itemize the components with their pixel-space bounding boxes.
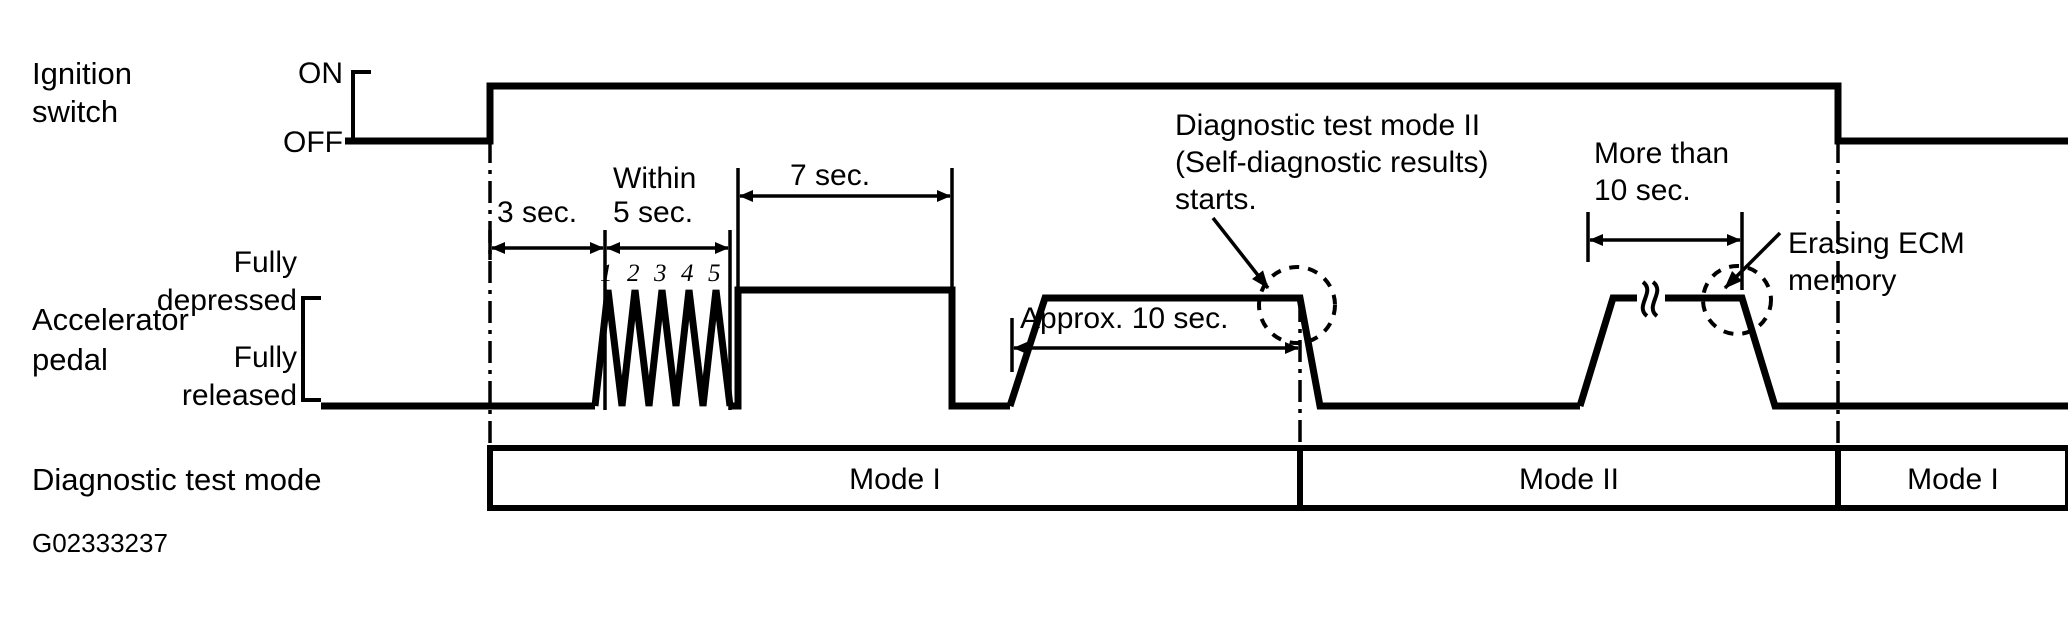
callout-leader-erasing: [1723, 231, 1782, 290]
axis-label-pedal-depressed-line2: depressed: [157, 284, 297, 317]
pulse-count-2: 2: [627, 260, 640, 287]
callout-leader-mode2: [1211, 216, 1270, 290]
pulse-count-3: 3: [653, 260, 667, 287]
axis-label-ignition-on: ON: [298, 57, 343, 90]
annotation-more-than-line1: More than: [1594, 137, 1729, 170]
mode-bar-label-1: Mode I: [849, 463, 941, 496]
pulse-count-5: 5: [708, 260, 721, 287]
annotation-approx-10-sec: Approx. 10 sec.: [1020, 302, 1228, 335]
callout-erasing-line1: Erasing ECM: [1788, 227, 1965, 260]
callout-diag-mode2-line2: (Self-diagnostic results): [1175, 146, 1488, 179]
pedal-waveform-rise-more-than-10: [1576, 294, 1637, 408]
pedal-waveform-approx-ten-sec-hold: [1006, 294, 1580, 410]
axis-label-pedal-released-line1: Fully: [234, 341, 297, 374]
callout-diag-mode2-line1: Diagnostic test mode II: [1175, 109, 1480, 142]
mode-bar-label-3: Mode I: [1907, 463, 1999, 496]
axis-label-ignition-off: OFF: [283, 126, 343, 159]
ignition-switch-waveform: [345, 82, 2068, 145]
row-label-diagnostic-test-mode: Diagnostic test mode: [32, 462, 321, 497]
highlight-circle-erasing: [1701, 264, 1773, 336]
axis-label-pedal-depressed-line1: Fully: [234, 246, 297, 279]
pedal-waveform-five-pumps: [591, 289, 734, 407]
callout-diag-mode2-line3: starts.: [1175, 183, 1257, 216]
pedal-waveform-seven-sec-hold: [730, 286, 1010, 410]
pedal-level-bracket: [301, 296, 321, 402]
figure-id-code: G02333237: [32, 528, 168, 558]
break-symbol-2: [1650, 280, 1660, 318]
annotation-within-line1: Within: [613, 162, 696, 195]
ignition-level-bracket: [351, 70, 371, 144]
row-label-ignition-switch-line2: switch: [32, 94, 118, 129]
break-symbol-1: [1640, 280, 1650, 318]
annotation-more-than-line2: 10 sec.: [1594, 174, 1691, 207]
pedal-waveform-erase-hold-and-fall: [1665, 294, 2068, 410]
pulse-count-4: 4: [681, 260, 694, 287]
pulse-count-1: 1: [600, 260, 613, 287]
row-label-accelerator-pedal-line2: pedal: [32, 342, 108, 377]
annotation-3-sec: 3 sec.: [497, 196, 577, 229]
mode-bar-label-2: Mode II: [1519, 463, 1619, 496]
annotation-7-sec: 7 sec.: [790, 159, 870, 192]
row-label-accelerator-pedal-line1: Accelerator: [32, 302, 189, 337]
highlight-circle-mode2-start: [1257, 265, 1337, 345]
mode-bar-outline: [487, 445, 2068, 511]
axis-label-pedal-released-line2: released: [182, 379, 297, 412]
annotation-within-line2: 5 sec.: [613, 196, 693, 229]
callout-erasing-line2: memory: [1788, 264, 1896, 297]
row-label-ignition-switch-line1: Ignition: [32, 56, 132, 91]
